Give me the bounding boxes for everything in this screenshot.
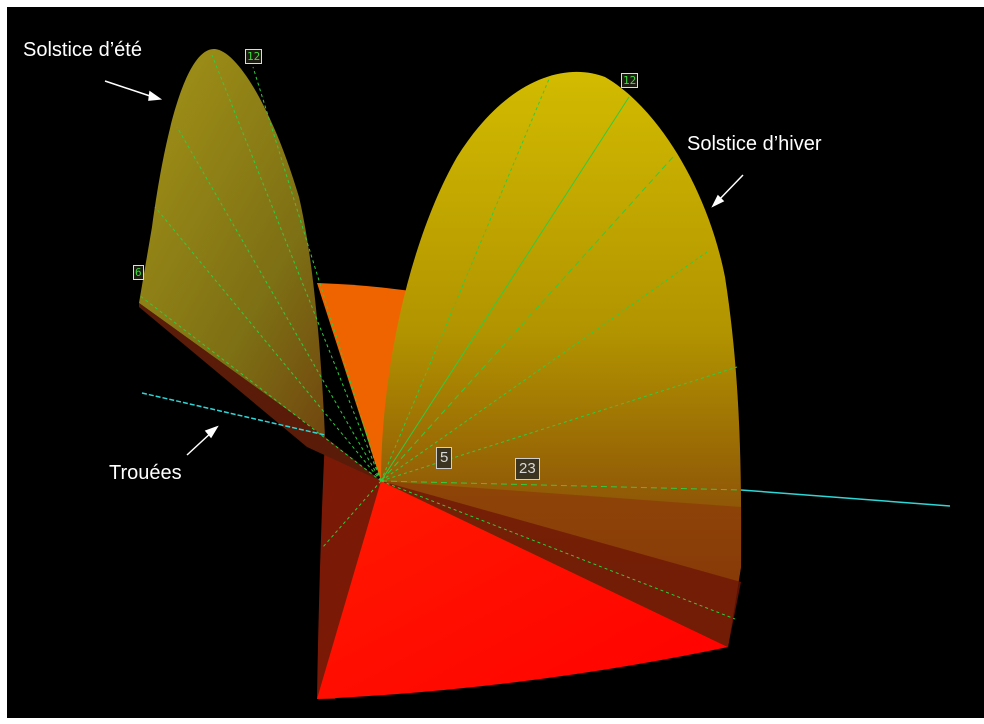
floor-sector-near: [317, 481, 728, 699]
callout-arrows: [104, 80, 744, 456]
gaps-arrow-head: [204, 425, 219, 439]
sundial-3d-scene: [104, 48, 951, 699]
summer-arrow: [104, 80, 157, 99]
winter-dawn-tag: 5: [436, 447, 453, 469]
summer-surface-shadow: [139, 303, 381, 481]
gaps-label: Trouées: [109, 462, 182, 484]
winter-night-tag: 23: [515, 458, 540, 480]
hour-line-winter-5: [380, 480, 742, 491]
summer-solstice-surface: [139, 48, 381, 481]
winter-arrow-head: [711, 194, 725, 208]
summer-arrow-head: [148, 90, 163, 101]
summer-solstice-label: Solstice d’été: [23, 39, 142, 61]
3d-viewport[interactable]: Solstice d’été Solstice d’hiver Trouées …: [7, 7, 984, 718]
winter-surface-bottom-shade: [381, 481, 741, 647]
hour-line-summer-12: [252, 66, 382, 482]
floor-left-rim: [317, 437, 381, 699]
hour-line-winter-12: [380, 96, 630, 482]
hour-line-winter-10: [380, 78, 550, 482]
hour-line-winter-11: [380, 156, 674, 482]
hour-line-summer-8: [154, 206, 382, 482]
summer-noon-tag: 12: [245, 49, 263, 64]
winter-solstice-label: Solstice d’hiver: [687, 133, 822, 155]
winter-noon-tag: 12: [621, 73, 639, 88]
hour-line-summer-10: [176, 126, 382, 482]
hour-line-left-1: [322, 480, 382, 548]
hour-line-winter-9: [380, 251, 708, 482]
gap-line-left: [141, 392, 326, 436]
hour-line-summer-11: [211, 54, 382, 482]
hour-line-summer-6: [138, 294, 382, 482]
gap-line-right: [740, 489, 951, 507]
summer-morning-tag: 6: [133, 265, 144, 280]
